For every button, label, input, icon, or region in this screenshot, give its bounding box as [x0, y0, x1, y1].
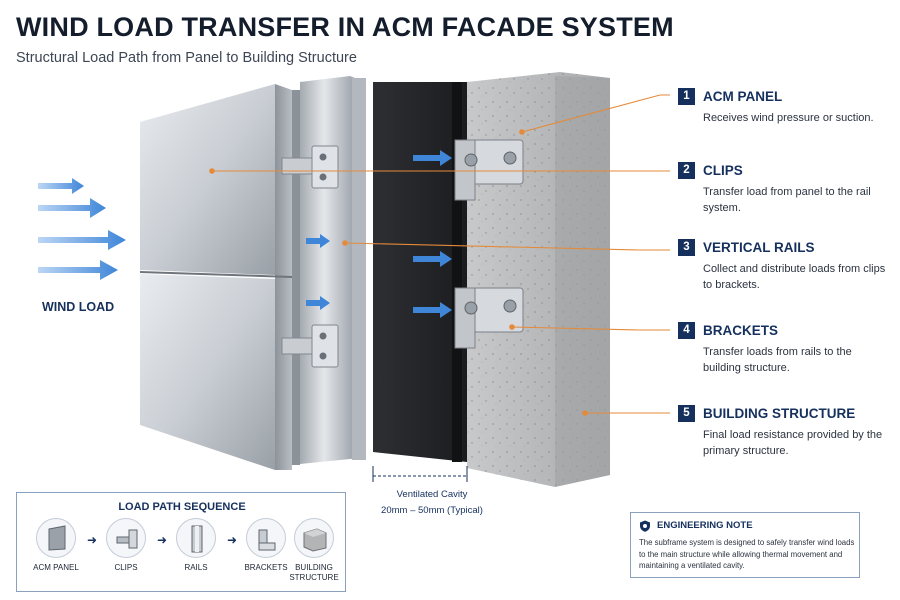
vertical-rail-back: [286, 76, 366, 465]
building-structure-block: [467, 72, 610, 487]
cavity-label: Ventilated Cavity: [396, 489, 468, 500]
step-title: BRACKETS: [703, 323, 779, 338]
step-description: Collect and distribute loads from clips …: [703, 263, 886, 291]
leader-dots: [209, 129, 588, 416]
step-title: VERTICAL RAILS: [703, 240, 815, 255]
internal-load-arrows: [306, 150, 452, 318]
acm-panels: [139, 84, 293, 470]
sequence-label: RAILS: [184, 563, 208, 572]
clip-icon: [106, 518, 146, 558]
bracket-icon: [246, 518, 286, 558]
step-title: ACM PANEL: [703, 89, 783, 104]
note-text: The subframe system is designed to safel…: [639, 538, 855, 570]
leader-lines: [212, 94, 670, 414]
sequence-arrow-icon: ➜: [227, 533, 238, 547]
sequence-arrow-icon: ➜: [87, 533, 98, 547]
clip-upper: [281, 145, 339, 189]
cavity-label-group: Ventilated Cavity 20mm – 50mm (Typical): [372, 487, 492, 519]
bracket-upper: [454, 139, 524, 201]
step-number-badge: 5: [678, 405, 695, 422]
page-subtitle: Structural Load Path from Panel to Build…: [16, 50, 357, 66]
acm-panel-icon: [36, 518, 76, 558]
step-description: Transfer load from panel to the rail sys…: [703, 186, 871, 214]
sequence-title: LOAD PATH SEQUENCE: [118, 501, 246, 513]
cavity-size: 20mm – 50mm (Typical): [381, 505, 483, 516]
step-description: Receives wind pressure or suction.: [703, 112, 874, 124]
sequence-label: BRACKETS: [244, 563, 288, 572]
step-number-badge: 2: [678, 162, 695, 179]
step-description: Final load resistance provided by the pr…: [703, 429, 883, 457]
rail-icon: [176, 518, 216, 558]
sequence-label: CLIPS: [114, 563, 138, 572]
insulation-layer: [373, 82, 467, 462]
concrete-block-icon: [294, 518, 334, 558]
sequence-label: ACM PANEL: [33, 563, 79, 572]
cavity-dimension: [372, 466, 468, 482]
step-number-badge: 4: [678, 322, 695, 339]
bracket-lower: [454, 287, 524, 349]
note-title: ENGINEERING NOTE: [657, 520, 753, 531]
sequence-arrow-icon: ➜: [157, 533, 168, 547]
engineering-note-panel: ENGINEERING NOTE The subframe system is …: [630, 512, 860, 578]
step-number-badge: 1: [678, 88, 695, 105]
step-title: BUILDING STRUCTURE: [703, 406, 856, 421]
step-title: CLIPS: [703, 163, 743, 178]
clip-lower: [281, 324, 339, 368]
sequence-label: BUILDING STRUCTURE: [289, 563, 339, 582]
wind-load-label: WIND LOAD: [42, 300, 115, 314]
load-path-sequence-panel: LOAD PATH SEQUENCE ACM PANEL ➜ CLIPS ➜ R…: [16, 492, 346, 592]
step-number-badge: 3: [678, 239, 695, 256]
page-title: WIND LOAD TRANSFER IN ACM FACADE SYSTEM: [16, 12, 674, 42]
step-description: Transfer loads from rails to the buildin…: [703, 346, 852, 374]
wind-arrows: [38, 178, 126, 280]
shield-icon: [640, 520, 650, 532]
